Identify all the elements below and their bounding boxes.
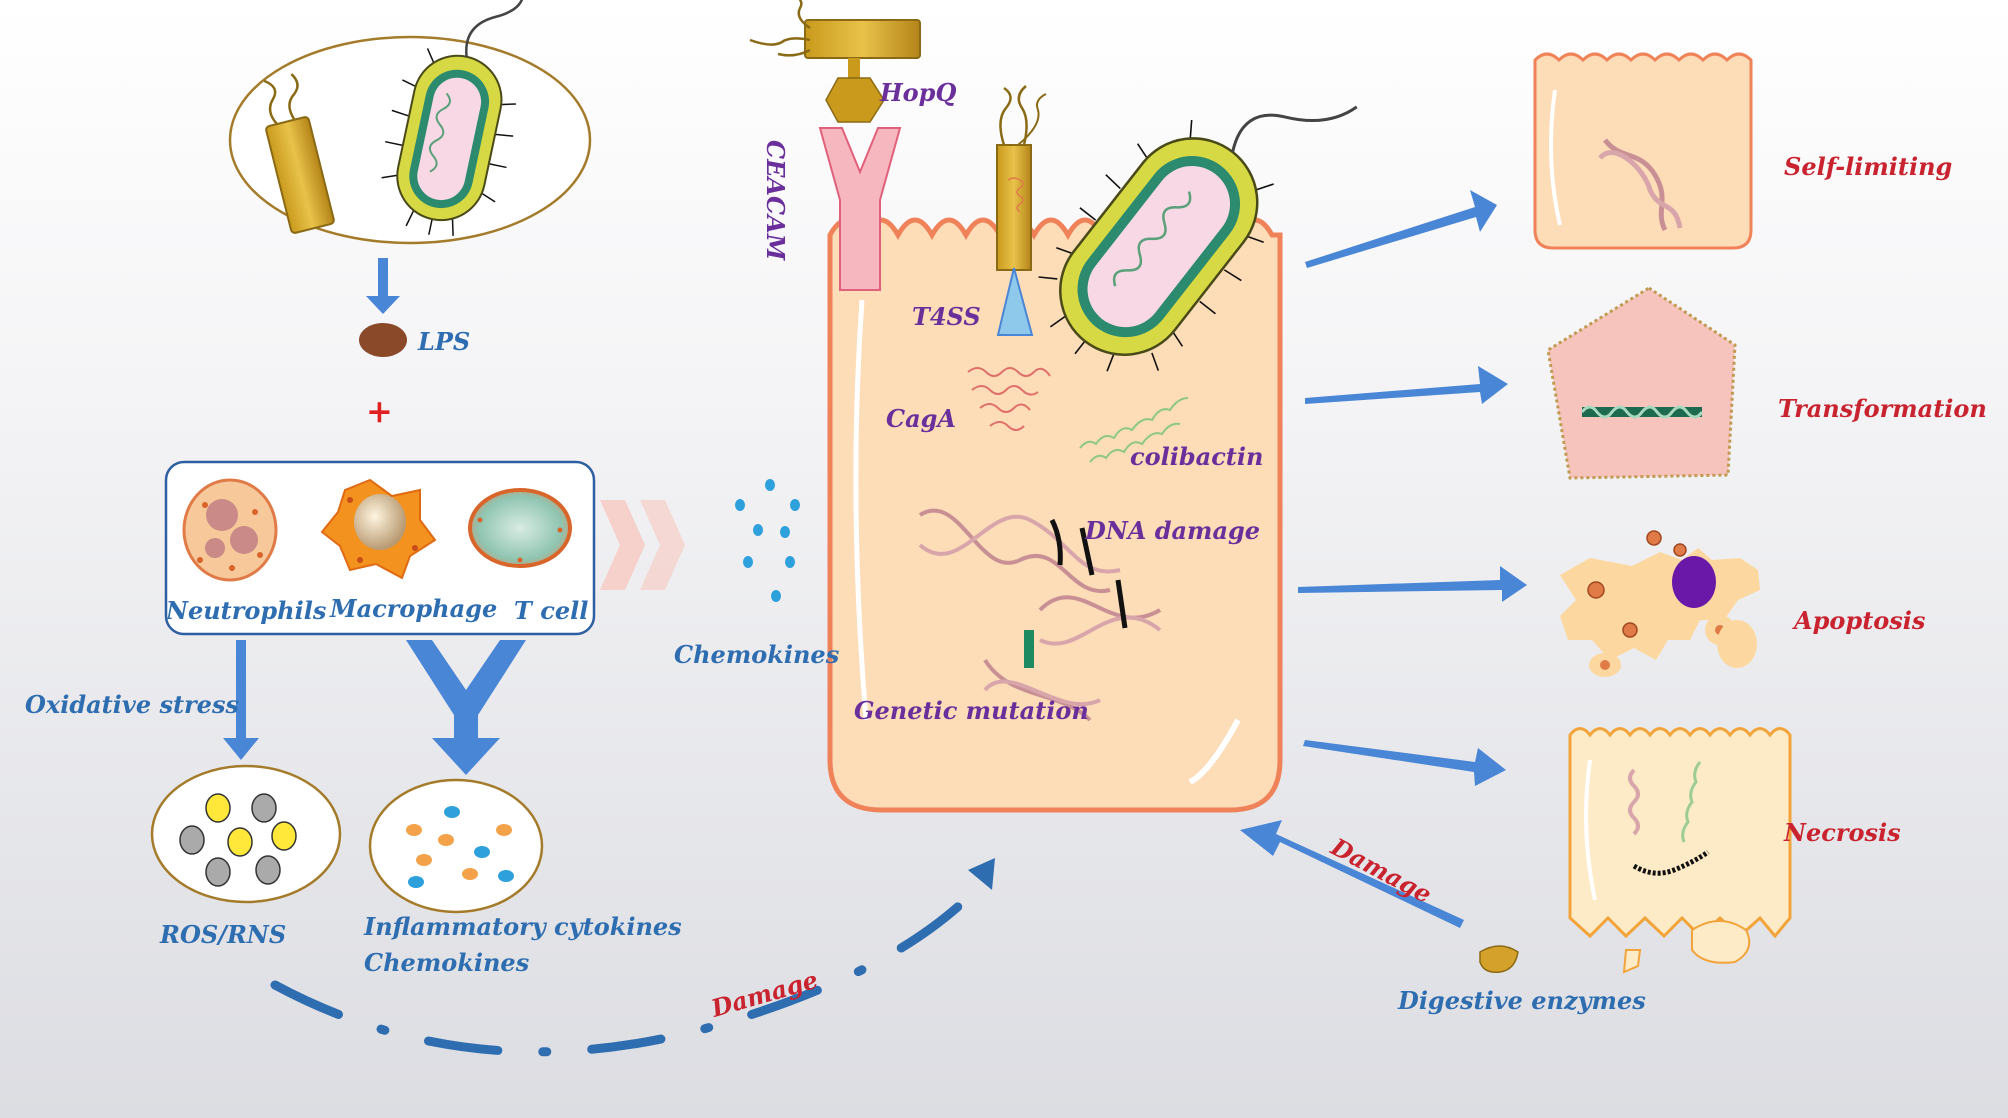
immune-cells-box <box>164 460 596 636</box>
ceacam-label: CEACAM <box>761 140 790 261</box>
outcome-arrows <box>1298 190 1527 786</box>
t-cell-icon <box>468 488 572 568</box>
inflammatory-cytokines-label: Inflammatory cytokines <box>364 912 682 941</box>
t4ss-label: T4SS <box>912 302 981 331</box>
t-cell-label: T cell <box>514 596 589 625</box>
digestive-enzyme-blob <box>1479 945 1519 974</box>
lps-label: LPS <box>418 327 471 356</box>
macrophage-label: Macrophage <box>330 594 498 623</box>
ros-rns-ellipse <box>150 764 342 904</box>
plus-sign: + <box>366 392 393 430</box>
digestive-enzymes-label: Digestive enzymes <box>1398 986 1646 1015</box>
arrow-to-ros <box>223 640 259 760</box>
ceacam-receptor <box>818 127 902 291</box>
apoptosis-cell <box>1560 530 1760 677</box>
arrow-to-lps <box>366 258 400 314</box>
caga-label: CagA <box>886 404 957 433</box>
necrosis-label: Necrosis <box>1784 818 1901 847</box>
mutation-marker <box>1024 630 1034 668</box>
e-coli-bacterium <box>1038 105 1358 372</box>
damage-curve-arrow <box>270 858 995 1057</box>
neutrophil-icon <box>182 478 278 582</box>
apoptosis-label: Apoptosis <box>1794 606 1926 635</box>
oxidative-stress-label: Oxidative stress <box>25 690 239 719</box>
bacteria-group-top-left <box>228 0 592 245</box>
transformation-label: Transformation <box>1778 394 1987 423</box>
caga-protein <box>967 367 1051 431</box>
transformation-cell <box>1546 286 1737 480</box>
hopq-adhesin <box>749 0 921 123</box>
self-limiting-label: Self-limiting <box>1784 152 1953 181</box>
t4ss-bacterium <box>996 85 1047 336</box>
hopq-label: HopQ <box>880 78 957 107</box>
colibactin-molecule <box>1079 397 1189 463</box>
colibactin-label: colibactin <box>1130 442 1264 471</box>
lps-blob <box>359 323 407 357</box>
necrosis-cell <box>1568 727 1792 974</box>
cytokines-ellipse <box>368 778 544 914</box>
dna-damage-label: DNA damage <box>1085 516 1261 545</box>
chemokine-dots <box>735 479 800 602</box>
damage-arrow-right <box>1240 820 1464 928</box>
chevron-arrows <box>600 500 685 590</box>
ros-rns-label: ROS/RNS <box>160 920 287 949</box>
genetic-mutation-label: Genetic mutation <box>854 696 1089 725</box>
self-limiting-cell <box>1533 52 1753 250</box>
dna-break-marks <box>1049 518 1128 629</box>
neutrophils-label: Neutrophils <box>166 596 327 625</box>
dna-helix-center <box>918 508 1162 722</box>
chemokines-label: Chemokines <box>674 640 840 669</box>
chemokines-lower-label: Chemokines <box>364 948 530 977</box>
arrow-to-cytokines <box>406 640 526 775</box>
macrophage-icon <box>320 478 437 580</box>
